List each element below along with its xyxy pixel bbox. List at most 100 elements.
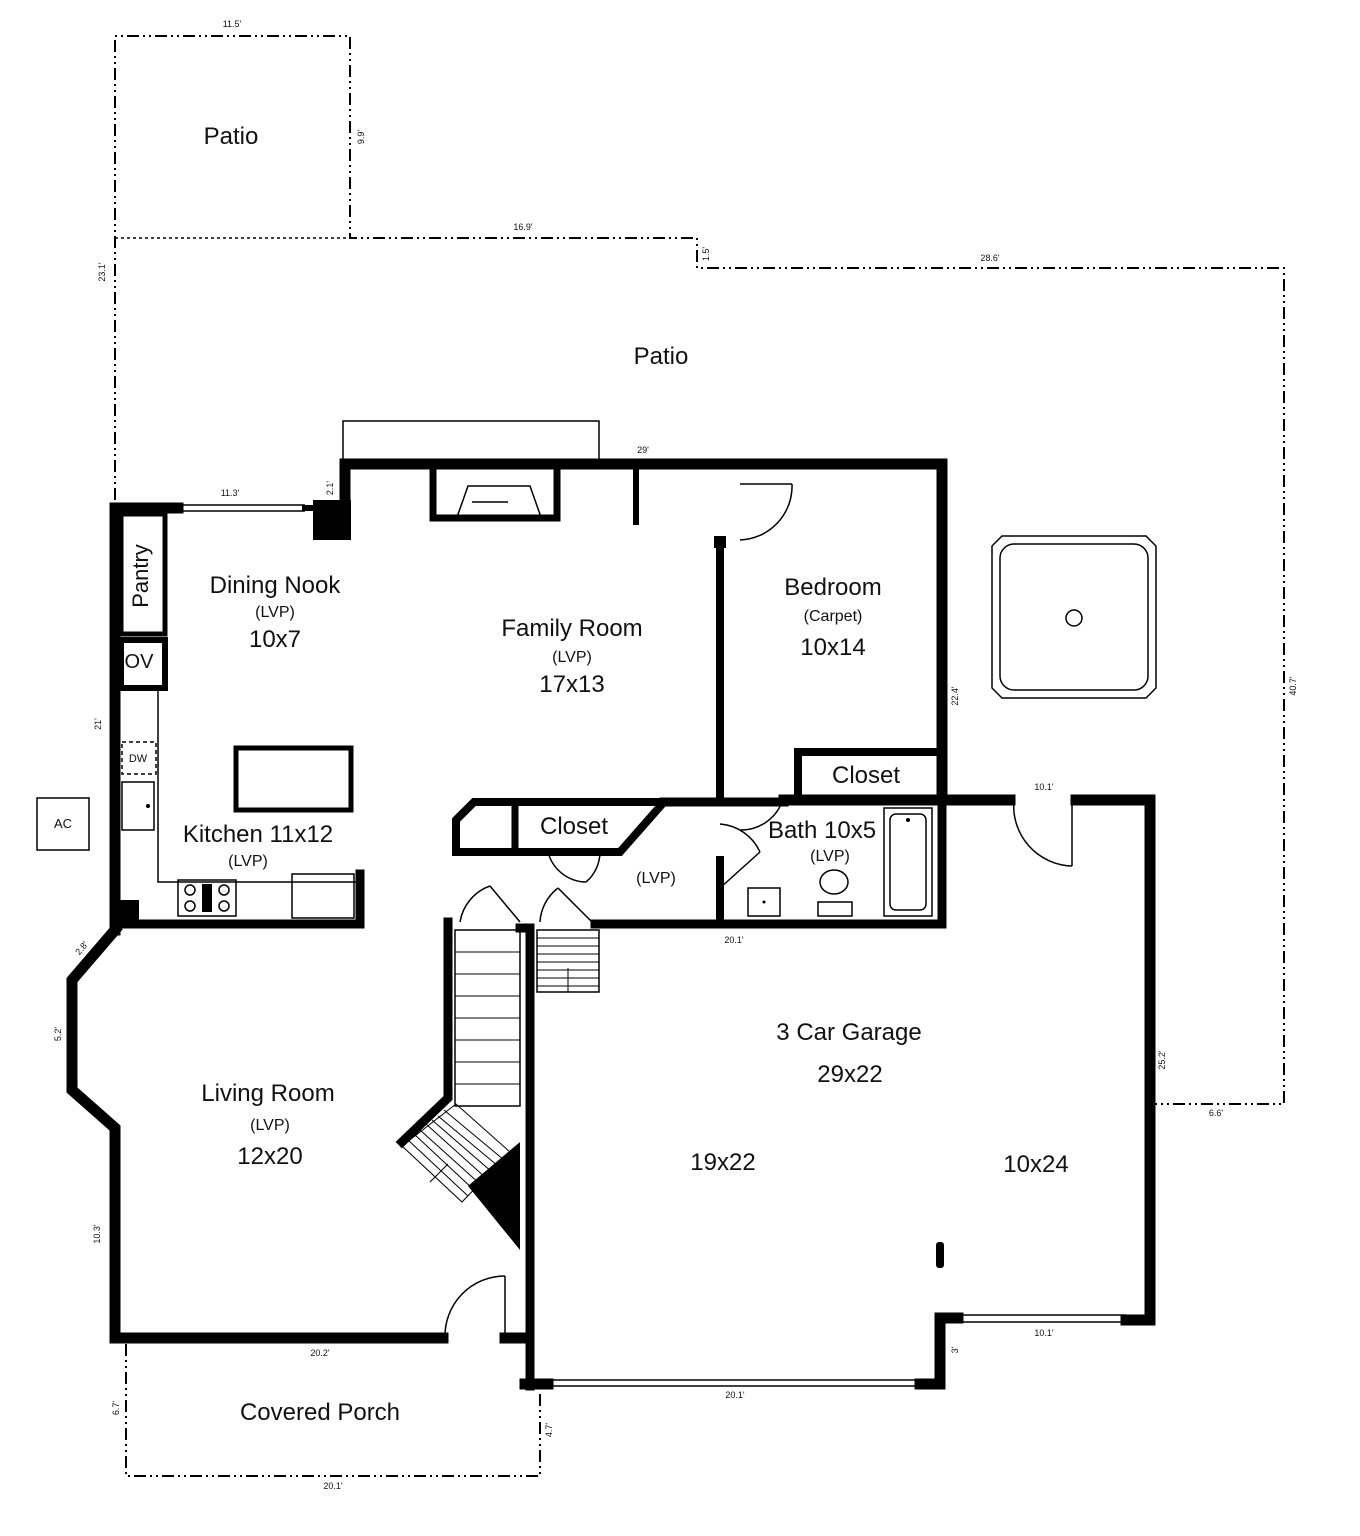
front-door-swing [444,1275,506,1339]
dishwasher-label: DW [129,753,148,765]
dim-patio-side: 9.9' [356,130,366,145]
bath-bottom-wall [590,795,947,929]
kitchen-left-wall [109,502,184,936]
garage-front-step [914,1312,964,1390]
winder-stairs [401,1103,511,1203]
kitchen-island [233,745,354,813]
closet-hall-name: Closet [540,813,608,840]
bedroom-closet-wall [794,748,938,804]
hot-tub [991,535,1157,699]
ac-label: AC [54,816,72,831]
family-room-floor: (LVP) [552,649,592,666]
bath-floor: (LVP) [810,848,850,865]
burner [218,884,230,896]
bath-door-swing-2 [739,801,783,831]
kitchen-name: Kitchen 11x12 [183,821,333,848]
dim-patio-right: 40.7' [1288,676,1298,696]
covered-porch-name: Covered Porch [240,1399,400,1426]
toilet-bowl [819,869,849,895]
stair-left-wall [395,917,453,1149]
stove [177,879,237,917]
dim-living-side: 10.3' [92,1224,102,1244]
hot-tub-basin [999,543,1149,691]
dim-bump: 2.1' [325,481,335,496]
corner-column [313,500,351,540]
closet-hall-wall [452,798,673,856]
dim-rear-wall: 29' [637,445,649,455]
dim-porch-right: 4.7' [544,1423,554,1438]
dim-garage-door-small: 10.1' [1034,1328,1054,1338]
dim-patio-step: 1.5' [701,247,711,262]
garage-left-wall [515,923,535,1391]
living-room-wall [66,922,449,1344]
garage-post [936,1242,944,1268]
family-room-name: Family Room [501,615,642,642]
basement-door-leaf [557,887,593,923]
dim-patio-left: 23.1' [97,262,107,282]
closet-hall-door-swing [547,851,587,883]
living-room-floor: (LVP) [250,1117,290,1134]
bath-door-leaf [719,851,761,889]
garage-right-wall [1070,794,1156,1326]
dim-patio-return: 6.6' [1209,1108,1224,1118]
rear-wall [339,458,948,806]
burner [184,900,196,912]
garage-name: 3 Car Garage [776,1019,921,1046]
kitchen-bottom-wall [110,869,365,929]
kitchen-corner [115,900,139,926]
garage-bay-left: 19x22 [690,1149,755,1176]
sink-box [121,781,155,831]
dim-garage-side: 25.2' [1157,1050,1167,1070]
dining-nook-floor: (LVP) [255,604,295,621]
dim-kitchen-side: 21' [93,718,103,730]
stair-wedge [468,1142,520,1250]
burner [184,884,196,896]
bedroom-floor: (Carpet) [804,608,863,625]
fireplace [429,460,561,522]
dim-living-front: 20.2' [310,1348,330,1358]
dim-dining-slider: 11.3' [221,488,240,498]
dim-garage-door-large: 20.1' [725,1390,745,1400]
hot-tub-drain [1065,609,1083,627]
stove-panel [202,884,212,912]
stair-treads [455,951,520,1085]
bedroom-size: 10x14 [800,634,865,661]
dim-porch-front: 20.1' [323,1481,343,1491]
sink-drain [146,804,150,808]
dining-nook-size: 10x7 [249,626,301,653]
dishwasher-box [121,741,157,775]
bedroom-door-swing [739,483,793,541]
basement-door-swing [539,887,559,923]
patio-upper-outline [114,35,1285,1105]
stair-door-swing [459,885,491,923]
bath-sink-drain [762,900,766,904]
kitchen-floor: (LVP) [228,853,268,870]
rear-step-outline [342,420,600,464]
porch-outline [125,1344,541,1477]
stair-door-leaf [489,885,521,923]
family-room-size: 17x13 [539,671,604,698]
garage-bay-right: 10x24 [1003,1151,1068,1178]
dim-patio-mid: 16.9' [513,222,533,232]
dimension-labels: 11.5' 9.9' 16.9' 1.5' 28.6' 23.1' 40.7' … [53,19,1298,1491]
bedroom-name: Bedroom [784,574,881,601]
bath-sink [747,887,781,917]
dim-patio-top: 11.5' [223,19,242,29]
garage-rear-door-swing [1012,799,1073,867]
burner [218,900,230,912]
tub-drain [906,818,910,822]
garage-step-treads [537,937,599,992]
dining-nook-name: Dining Nook [210,572,342,599]
bathtub [883,807,933,917]
dim-garage-step: 3' [950,1346,960,1353]
ac-unit [36,797,90,851]
fireplace-hearth [455,485,543,521]
toilet-tank [817,901,853,917]
closet-bedroom-name: Closet [832,762,900,789]
bathtub-inner [889,813,927,911]
bath-name: Bath 10x5 [768,817,876,844]
walls [66,458,1156,1391]
patio-upper-name: Patio [204,123,259,150]
bath-door-swing [719,823,761,853]
